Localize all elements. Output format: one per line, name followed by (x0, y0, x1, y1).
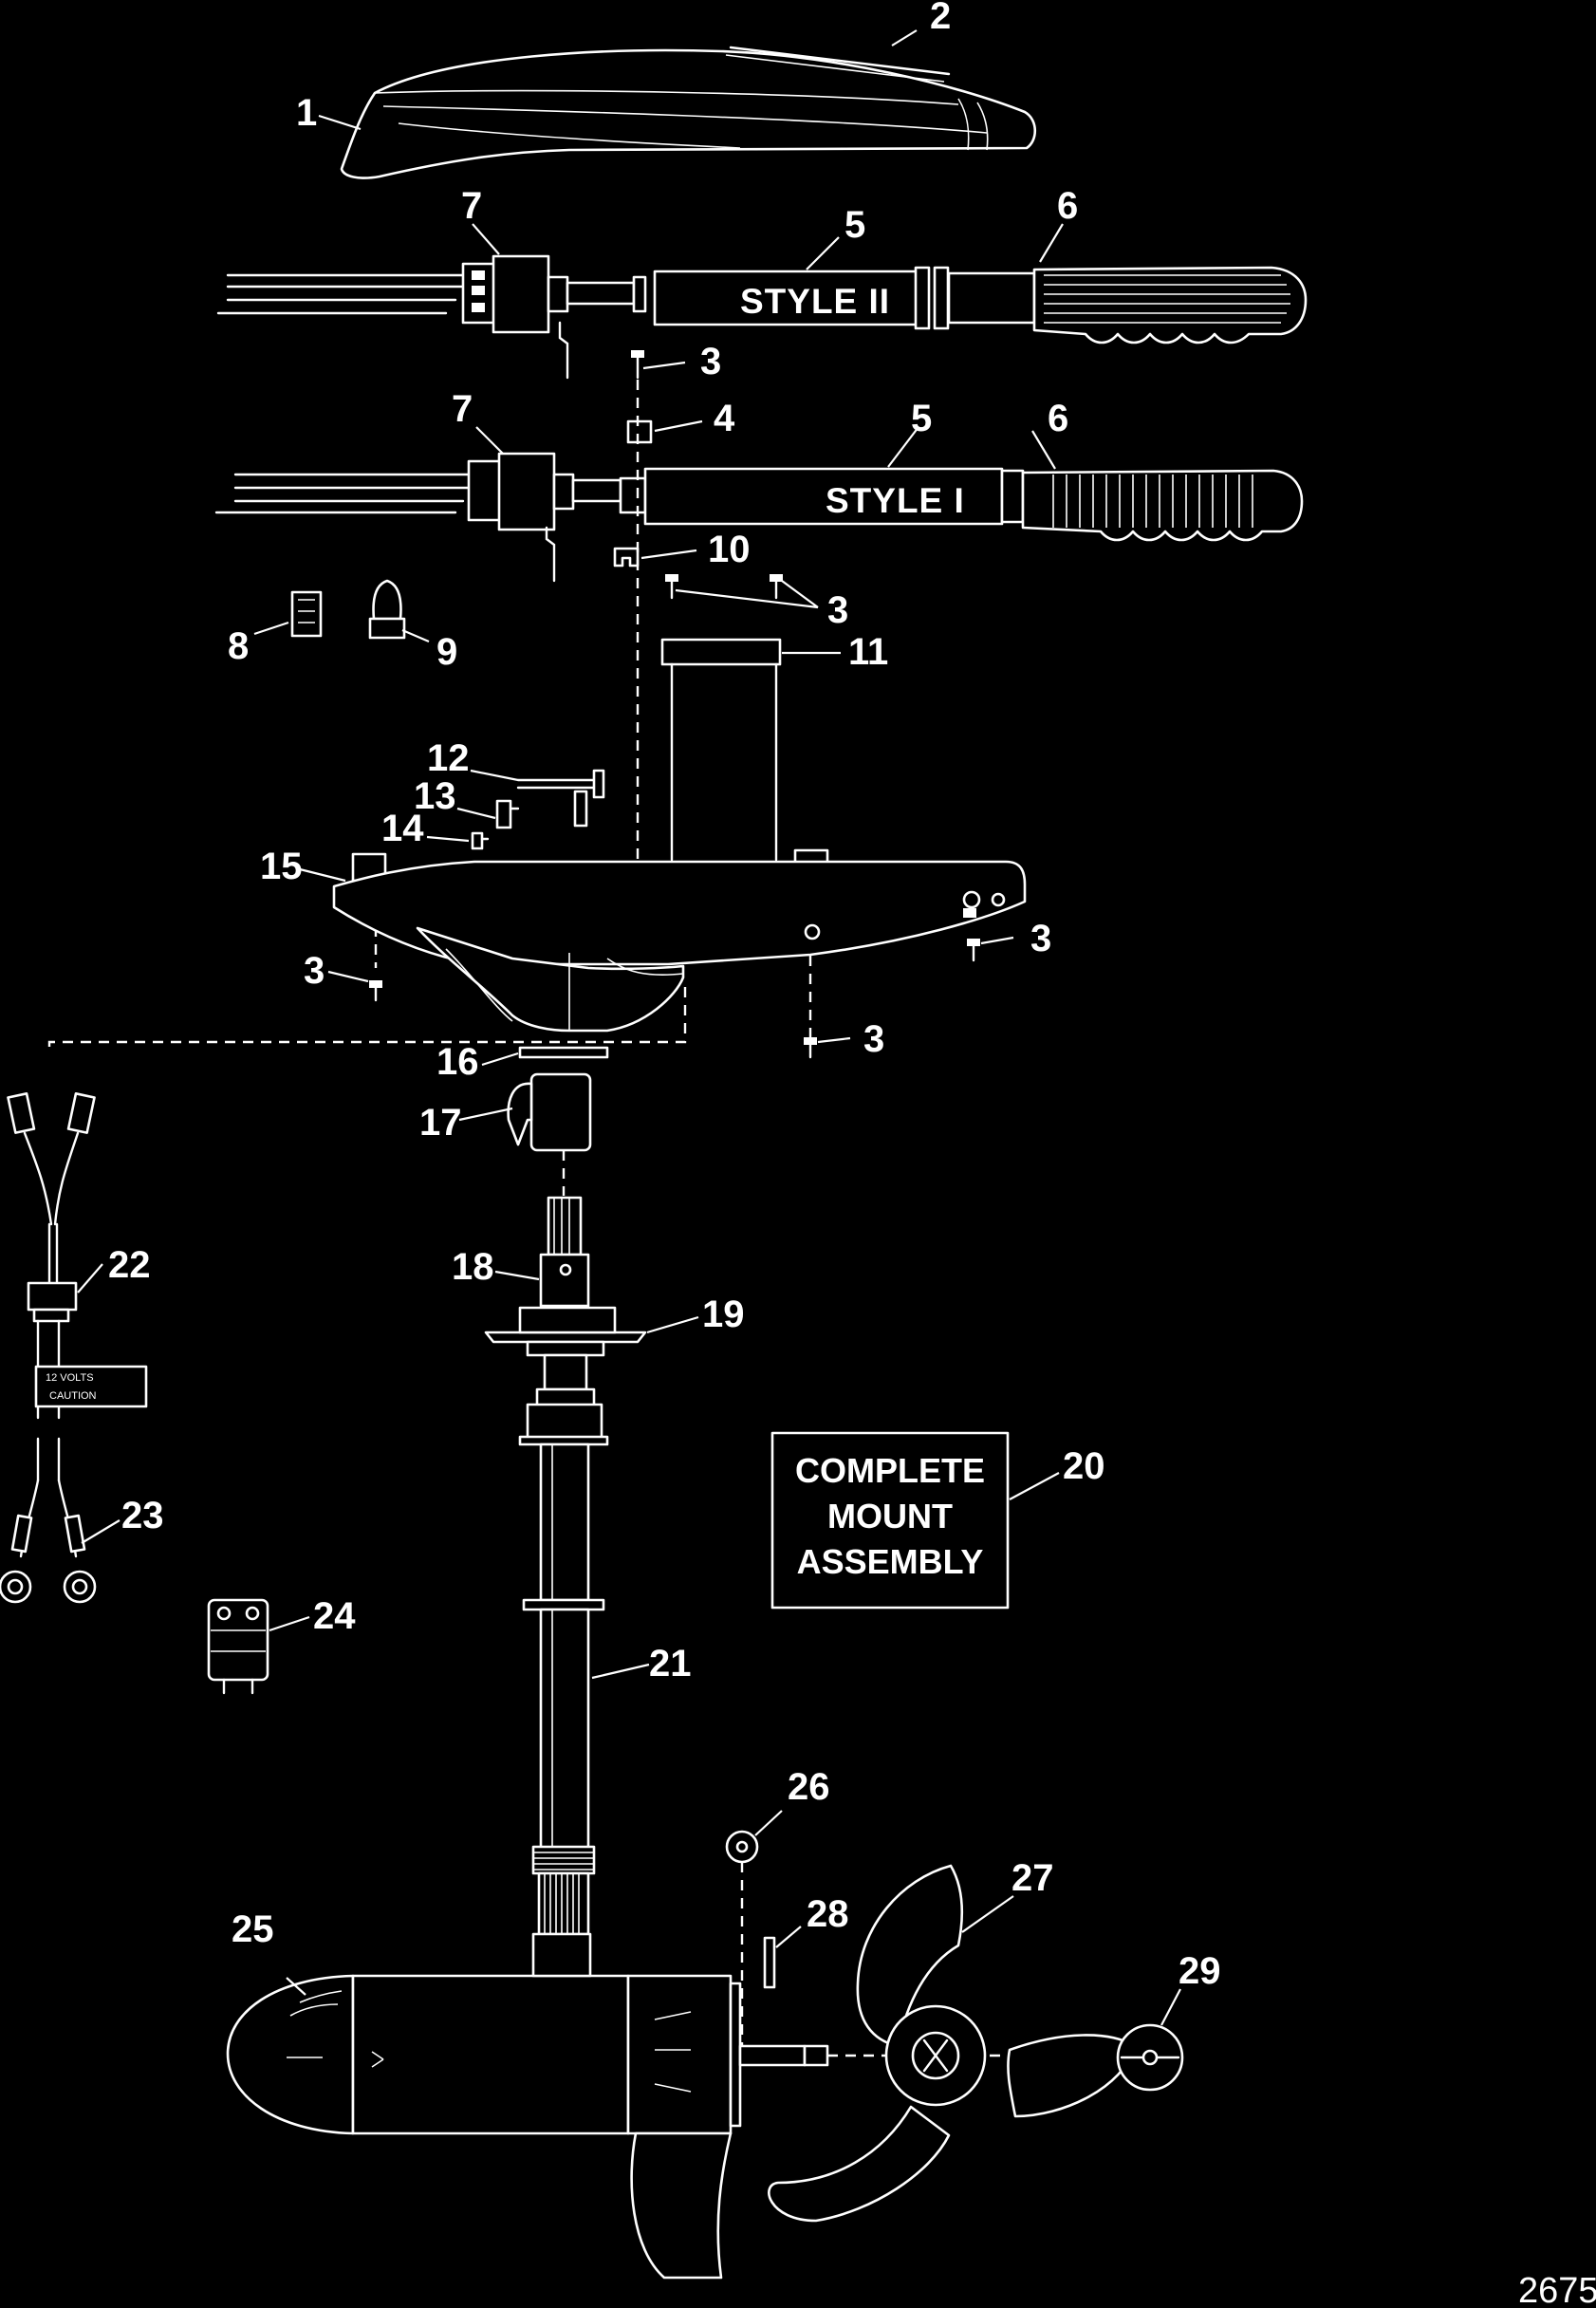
part-6-grip-style-ii (1032, 266, 1308, 344)
callout-23: 23 (121, 1495, 164, 1536)
callout-7-upper: 7 (461, 185, 482, 227)
callout-24: 24 (313, 1595, 356, 1637)
callout-12: 12 (427, 737, 470, 779)
part-3-screw-upper (631, 350, 644, 380)
callout-10: 10 (708, 529, 751, 570)
callout-13: 13 (414, 775, 456, 817)
part-18-shaft-collar (539, 1196, 590, 1308)
callout-8: 8 (228, 625, 249, 667)
cable-tag-line-1: 12 VOLTS (46, 1372, 94, 1384)
part-28-shear-pin (763, 1936, 776, 1989)
callout-17: 17 (419, 1102, 462, 1144)
part-24-switch (207, 1598, 269, 1695)
callout-19: 19 (702, 1294, 745, 1335)
callout-1: 1 (296, 92, 317, 134)
callout-6-upper: 6 (1057, 185, 1078, 227)
leader-lines (77, 29, 1181, 2026)
part-2-decal-strip (725, 46, 951, 83)
callout-29: 29 (1178, 1950, 1221, 1992)
part-3-screws-housing (369, 939, 980, 1059)
callout-15: 15 (260, 846, 303, 887)
part-25-motor (226, 1932, 742, 2280)
part-23-ring-terminals (0, 1437, 97, 1604)
callout-3-b: 3 (827, 589, 848, 631)
part-10-clip (613, 547, 640, 568)
part-7-switch-upper (216, 254, 569, 380)
callout-3-c: 3 (1030, 918, 1051, 959)
part-6-grip-style-i (1021, 469, 1304, 542)
style-i-label: STYLE I (826, 481, 965, 520)
cable-tag-line-2: CAUTION (49, 1390, 97, 1402)
cable-tag: 12 VOLTS CAUTION (34, 1365, 148, 1408)
callout-14: 14 (381, 808, 424, 849)
callout-3-d: 3 (304, 950, 325, 992)
callout-2: 2 (930, 0, 951, 37)
assembly-line-cable (47, 987, 687, 1053)
part-5-tiller-handle-style-ii: STYLE II (566, 266, 1036, 330)
part-19-flange (484, 1306, 647, 1357)
complete-mount-assembly-box: COMPLETE MOUNT ASSEMBLY (770, 1431, 1010, 1610)
part-26-nut (725, 1830, 759, 1864)
part-13-bushing (495, 799, 520, 829)
callout-6-lower: 6 (1048, 398, 1068, 439)
style-ii-label: STYLE II (740, 282, 890, 321)
part-20-complete-mount-parts (518, 1353, 609, 1611)
box-line-2: MOUNT (827, 1497, 953, 1536)
callout-22: 22 (108, 1244, 151, 1286)
part-17-motor-bracket (507, 1072, 592, 1152)
callout-18: 18 (452, 1246, 494, 1288)
part-29-prop-nut (1116, 2023, 1184, 2092)
part-9-wire-nut (368, 579, 406, 640)
part-15-head-housing (332, 848, 1027, 1033)
callout-7-lower: 7 (452, 388, 473, 430)
callout-25: 25 (232, 1908, 274, 1950)
part-5-tiller-handle-style-i: STYLE I (571, 467, 1025, 526)
callout-5-lower: 5 (911, 398, 932, 439)
callout-21: 21 (649, 1643, 692, 1684)
callout-16: 16 (436, 1041, 479, 1083)
callout-26: 26 (788, 1766, 830, 1808)
part-8-connector (290, 590, 323, 638)
part-7-switch-lower (214, 452, 575, 583)
callout-3-e: 3 (863, 1018, 884, 1060)
callout-20: 20 (1063, 1445, 1105, 1487)
part-11-spacer (660, 638, 782, 666)
callout-5-upper: 5 (844, 204, 865, 246)
part-14-washer (471, 831, 490, 850)
part-27-propeller (768, 1864, 1137, 2223)
part-3-screws-pair (665, 574, 783, 600)
box-line-3: ASSEMBLY (797, 1542, 984, 1581)
part-16-washer (518, 1046, 609, 1059)
part-12-pin (516, 769, 605, 828)
part-1-top-cover (340, 48, 1037, 179)
callout-9: 9 (436, 631, 457, 673)
callout-27: 27 (1011, 1857, 1054, 1899)
box-line-1: COMPLETE (795, 1451, 985, 1490)
callout-28: 28 (807, 1893, 849, 1935)
figure-number: 2675 (1518, 2271, 1596, 2308)
callout-11: 11 (848, 631, 888, 673)
part-21-tube (531, 1608, 596, 1936)
callout-3-a: 3 (700, 341, 721, 382)
callout-4: 4 (714, 398, 735, 439)
part-4-nut (626, 419, 653, 444)
callout-labels: 1 2 7 5 6 3 4 7 5 6 10 3 11 8 9 12 13 14… (108, 0, 1221, 1992)
